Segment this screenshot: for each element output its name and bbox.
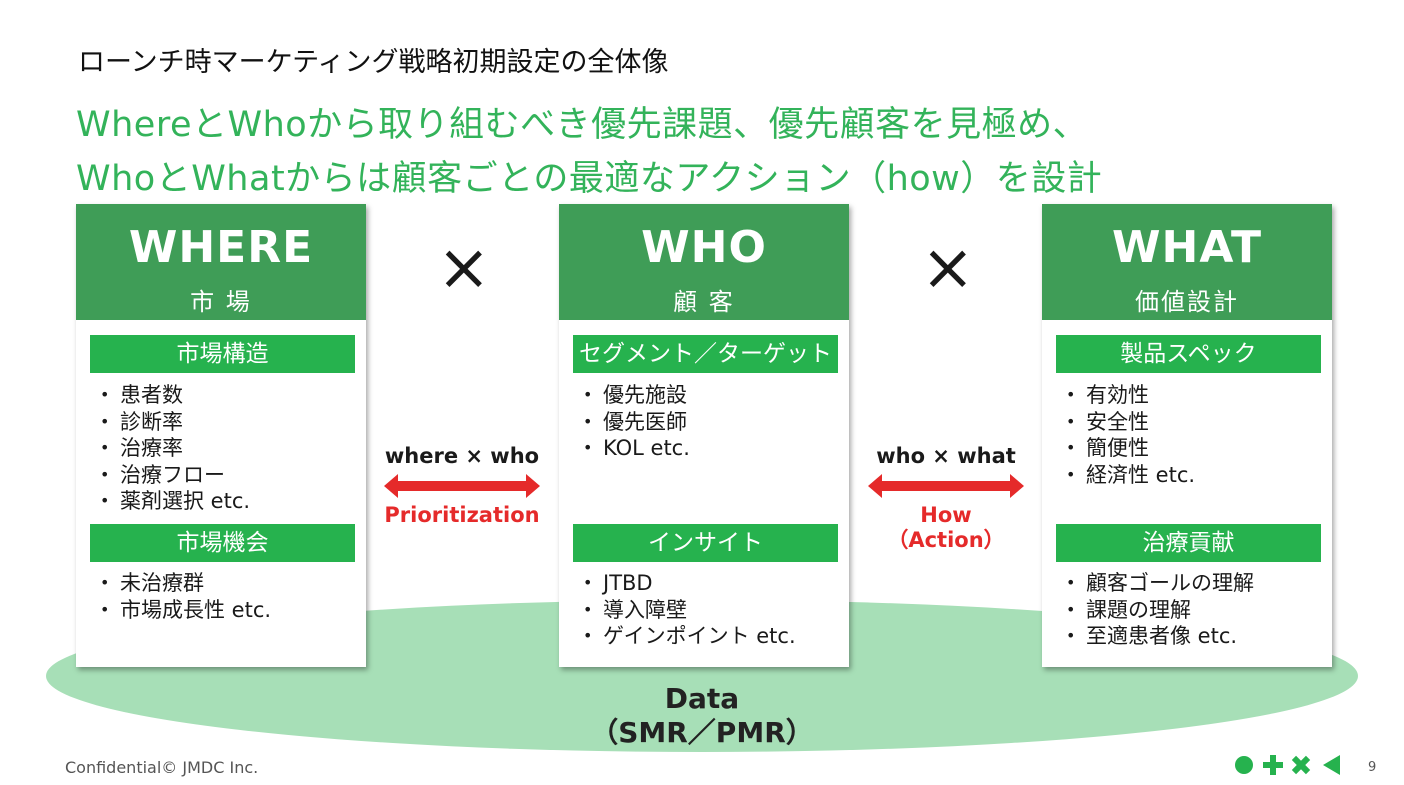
- list-item: 経済性 etc.: [1066, 462, 1195, 489]
- bullet-list: JTBD 導入障壁 ゲインポイント etc.: [583, 570, 796, 650]
- section-heading: 市場構造: [90, 335, 355, 373]
- action-label: （Action）: [887, 528, 1005, 552]
- brand-logo-icon: [1235, 755, 1340, 775]
- bullet-list: 患者数 診断率 治療率 治療フロー 薬剤選択 etc.: [100, 382, 250, 515]
- where-title: WHERE: [128, 222, 314, 273]
- list-item: JTBD: [583, 570, 796, 597]
- prioritization-label: Prioritization: [384, 503, 540, 527]
- list-item: KOL etc.: [583, 435, 690, 462]
- list-item: 市場成長性 etc.: [100, 597, 271, 624]
- list-item: 課題の理解: [1066, 597, 1254, 624]
- list-item: 顧客ゴールの理解: [1066, 570, 1254, 597]
- list-item: 導入障壁: [583, 597, 796, 624]
- headline-line-1: WhereとWhoから取り組むべき優先課題、優先顧客を見極め、: [76, 105, 1089, 145]
- who-column-header: WHO 顧 客: [559, 204, 849, 320]
- what-title: WHAT: [1111, 222, 1262, 273]
- headline-line-2: WhoとWhatからは顧客ごとの最適なアクション（how）を設計: [76, 159, 1103, 199]
- section-heading: 市場機会: [90, 524, 355, 562]
- who-subtitle: 顧 客: [673, 288, 735, 316]
- how-label: How: [920, 503, 972, 527]
- where-column-header: WHERE 市 場: [76, 204, 366, 320]
- data-foundation-label: Data （SMR／PMR）: [0, 682, 1404, 750]
- section-heading: 製品スペック: [1056, 335, 1321, 373]
- list-item: 未治療群: [100, 570, 271, 597]
- who-what-label: who × what: [876, 444, 1016, 468]
- bullet-list: 有効性 安全性 簡便性 経済性 etc.: [1066, 382, 1195, 488]
- how-action-label: How （Action）: [868, 503, 1024, 553]
- list-item: ゲインポイント etc.: [583, 623, 796, 650]
- section-heading: 治療貢献: [1056, 524, 1321, 562]
- section-heading: インサイト: [573, 524, 838, 562]
- list-item: 診断率: [100, 409, 250, 436]
- who-column: WHO 顧 客 セグメント／ターゲット 優先施設 優先医師 KOL etc. イ…: [559, 204, 849, 667]
- list-item: 薬剤選択 etc.: [100, 488, 250, 515]
- where-column: WHERE 市 場 市場構造 患者数 診断率 治療率 治療フロー 薬剤選択 et…: [76, 204, 366, 667]
- data-label-line-2: （SMR／PMR）: [590, 716, 814, 749]
- list-item: 治療率: [100, 435, 250, 462]
- list-item: 簡便性: [1066, 435, 1195, 462]
- who-title: WHO: [641, 222, 767, 273]
- double-arrow-icon: [868, 474, 1024, 498]
- bullet-list: 未治療群 市場成長性 etc.: [100, 570, 271, 623]
- section-heading: セグメント／ターゲット: [573, 335, 838, 373]
- times-operator-2: ×: [921, 231, 975, 305]
- what-subtitle: 価値設計: [1135, 288, 1239, 316]
- what-column-header: WHAT 価値設計: [1042, 204, 1332, 320]
- where-subtitle: 市 場: [190, 288, 252, 316]
- page-title: ローンチ時マーケティング戦略初期設定の全体像: [78, 47, 669, 78]
- data-label-line-1: Data: [664, 682, 740, 715]
- list-item: 至適患者像 etc.: [1066, 623, 1254, 650]
- bullet-list: 顧客ゴールの理解 課題の理解 至適患者像 etc.: [1066, 570, 1254, 650]
- bullet-list: 優先施設 優先医師 KOL etc.: [583, 382, 690, 462]
- page-number: 9: [1368, 760, 1377, 775]
- list-item: 患者数: [100, 382, 250, 409]
- list-item: 安全性: [1066, 409, 1195, 436]
- confidential-footer: Confidential© JMDC Inc.: [65, 758, 259, 777]
- double-arrow-icon: [384, 474, 540, 498]
- where-who-label: where × who: [384, 444, 540, 468]
- times-operator-1: ×: [437, 231, 491, 305]
- list-item: 優先施設: [583, 382, 690, 409]
- what-column: WHAT 価値設計 製品スペック 有効性 安全性 簡便性 経済性 etc. 治療…: [1042, 204, 1332, 667]
- list-item: 優先医師: [583, 409, 690, 436]
- list-item: 有効性: [1066, 382, 1195, 409]
- list-item: 治療フロー: [100, 462, 250, 489]
